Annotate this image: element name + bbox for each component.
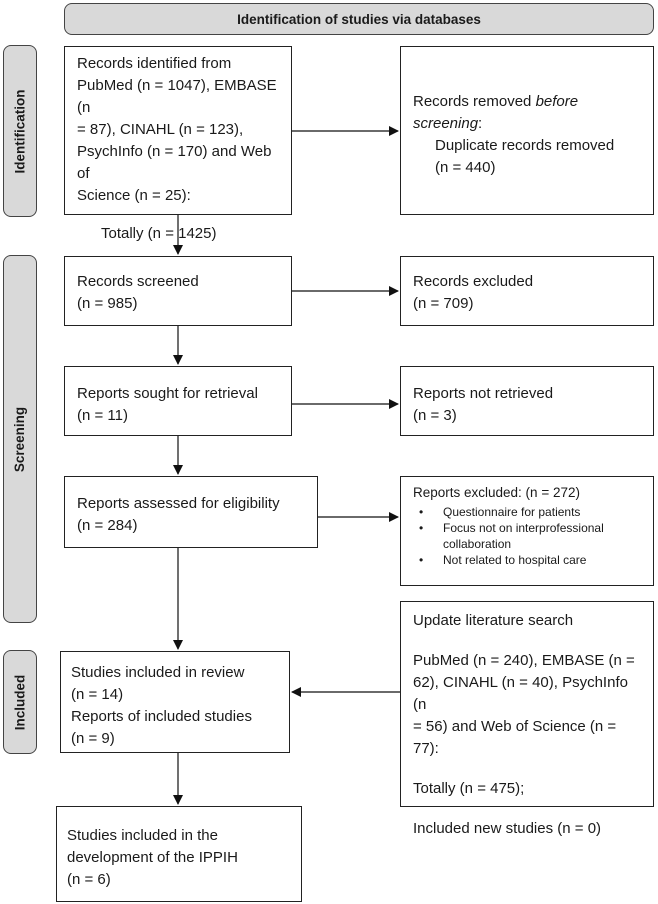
update-line-3: = 56) and Web of Science (n = 77): [413, 718, 617, 757]
phase-screening: Screening [3, 255, 37, 623]
assessed-line-1: Reports assessed for eligibility [77, 495, 280, 512]
records-screened-box: Records screened (n = 985) [64, 256, 292, 326]
screened-line-2: (n = 985) [77, 295, 138, 312]
exclusion-reason-2: Focus not on interprofessional collabora… [413, 520, 641, 552]
removed-line-1a: Records removed [413, 93, 536, 110]
reports-not-retrieved-box: Reports not retrieved (n = 3) [400, 366, 654, 436]
removed-line-3: Duplicate records removed [435, 137, 615, 154]
included-line-3: Reports of included studies [71, 708, 252, 725]
identified-line-4: PsychInfo (n = 170) and Web of [77, 143, 272, 182]
excluded-line-1: Records excluded [413, 273, 534, 290]
exclusion-reason-1: Questionnaire for patients [413, 504, 641, 520]
update-title: Update literature search [413, 612, 574, 629]
excluded-line-2: (n = 709) [413, 295, 474, 312]
phase-included: Included [3, 650, 37, 754]
included-line-4: (n = 9) [71, 730, 115, 747]
studies-included-box: Studies included in review (n = 14) Repo… [60, 651, 290, 753]
assessed-line-2: (n = 284) [77, 517, 138, 534]
ippih-line-3: (n = 6) [67, 871, 111, 888]
exclusion-reason-3: Not related to hospital care [413, 552, 641, 568]
update-search-box: Update literature search PubMed (n = 240… [400, 601, 654, 837]
not-retrieved-line-2: (n = 3) [413, 407, 457, 424]
ippih-studies-box: Studies included in the development of t… [56, 806, 302, 902]
diagram-header: Identification of studies via databases [64, 3, 654, 35]
records-removed-box: Records removed before screening: Duplic… [400, 46, 654, 215]
records-excluded-box: Records excluded (n = 709) [400, 256, 654, 326]
identified-line-5: Science (n = 25): [77, 187, 191, 204]
identified-line-3: = 87), CINAHL (n = 123), [77, 121, 244, 138]
reports-excluded-title: Reports excluded: (n = 272) [413, 485, 580, 500]
identified-line-2: PubMed (n = 1047), EMBASE (n [77, 77, 277, 116]
ippih-line-1: Studies included in the [67, 827, 218, 844]
exclusion-reason-2-line-2: collaboration [443, 537, 512, 551]
exclusion-reasons-list: Questionnaire for patients Focus not on … [413, 504, 641, 568]
sought-line-2: (n = 11) [77, 407, 128, 424]
removed-line-2b: : [478, 115, 483, 132]
update-line-2: 62), CINAHL (n = 40), PsychInfo (n [413, 674, 628, 713]
removed-line-2a: screening [413, 115, 479, 132]
not-retrieved-line-1: Reports not retrieved [413, 385, 554, 402]
update-total: Totally (n = 475); [413, 780, 525, 797]
removed-line-2: screening: [413, 113, 641, 135]
reports-assessed-box: Reports assessed for eligibility (n = 28… [64, 476, 318, 548]
removed-line-1b: before [535, 93, 579, 110]
identified-total: Totally (n = 1425) [101, 225, 217, 242]
records-identified-box: Records identified from PubMed (n = 1047… [64, 46, 292, 242]
ippih-line-2: development of the IPPIH [67, 849, 238, 866]
screened-line-1: Records screened [77, 273, 199, 290]
exclusion-reason-2-line-1: Focus not on interprofessional [443, 521, 604, 535]
header-title: Identification of studies via databases [237, 11, 481, 27]
reports-sought-box: Reports sought for retrieval (n = 11) [64, 366, 292, 436]
phase-identification: Identification [3, 45, 37, 217]
included-line-1: Studies included in review [71, 664, 245, 681]
identified-line-1: Records identified from [77, 55, 232, 72]
reports-excluded-box: Reports excluded: (n = 272) Questionnair… [400, 476, 654, 586]
sought-line-1: Reports sought for retrieval [77, 385, 258, 402]
removed-line-4: (n = 440) [435, 159, 496, 176]
update-line-1: PubMed (n = 240), EMBASE (n = [413, 652, 635, 669]
removed-line-1: Records removed before [413, 91, 641, 113]
update-new-studies: Included new studies (n = 0) [413, 820, 602, 837]
included-line-2: (n = 14) [71, 686, 124, 703]
